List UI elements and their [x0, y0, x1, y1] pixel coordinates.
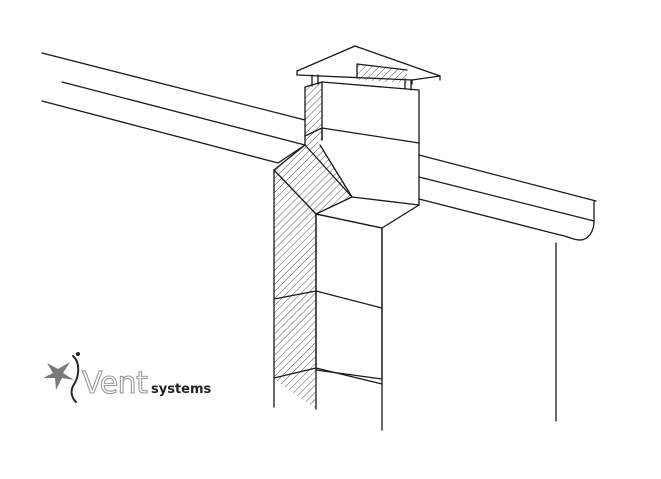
- chimney-cap: [296, 45, 441, 91]
- gutter: [559, 200, 595, 241]
- roof-flashing: [273, 120, 420, 229]
- brand-logo: Vent systems: [43, 352, 212, 403]
- vertical-duct: [273, 169, 383, 431]
- logo-suffix: systems: [151, 382, 212, 397]
- chimney-stack: [304, 81, 420, 206]
- swoosh-star-icon: [43, 352, 80, 403]
- logo-prefix: Vent: [82, 366, 148, 401]
- roof-left: [41, 52, 306, 164]
- roof-right: [418, 154, 597, 236]
